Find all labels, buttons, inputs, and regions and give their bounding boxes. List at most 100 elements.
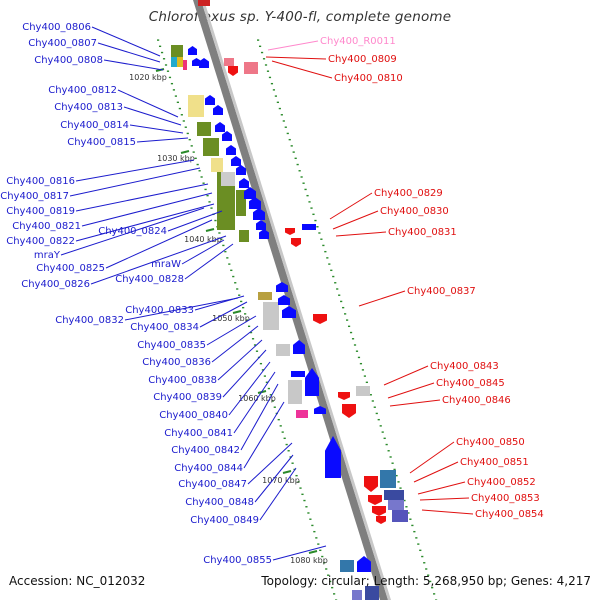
outer-tick-mark <box>306 194 309 197</box>
outer-tick-mark <box>405 506 408 508</box>
reverse-gene-label: Chy400_0850 <box>456 437 525 448</box>
forward-gene-leader-line <box>97 42 161 63</box>
forward-gene-leader-line <box>240 383 279 451</box>
outer-tick-mark <box>340 300 343 303</box>
outer-tick-mark <box>389 456 392 458</box>
reverse-gene-leader-line <box>358 290 406 307</box>
inner-tick-mark <box>180 114 183 116</box>
inner-tick-mark <box>279 425 282 427</box>
outer-tick-mark <box>276 101 279 104</box>
forward-gene-arrow <box>293 340 305 354</box>
forward-gene-label: Chy400_0808 <box>34 55 103 66</box>
outer-tick-mark <box>383 437 386 440</box>
inner-tick-mark <box>259 362 263 365</box>
forward-gene-block <box>291 371 305 377</box>
inner-tick-mark <box>307 512 310 514</box>
outer-tick-mark <box>371 400 374 402</box>
inner-tick-mark <box>182 120 185 122</box>
map-title: Chloroflexus sp. Y-400-fl, complete geno… <box>148 9 452 25</box>
inner-tick-mark <box>251 338 255 340</box>
reverse-gene-block <box>198 0 210 6</box>
cog-bar <box>263 302 279 330</box>
forward-gene-leader-line <box>105 219 213 269</box>
outer-tick-mark <box>304 188 307 191</box>
outer-tick-mark <box>391 462 394 464</box>
forward-gene-label: Chy400_0828 <box>115 274 184 285</box>
forward-gene-leader-line <box>75 159 195 182</box>
outer-tick-mark <box>326 257 329 259</box>
outer-tick-mark <box>355 350 359 352</box>
cog-bar <box>217 172 235 230</box>
cog-bar <box>288 380 302 404</box>
inner-tick-mark <box>188 138 191 141</box>
outer-tick-mark <box>393 468 396 471</box>
inner-tick-mark <box>327 574 330 576</box>
outer-tick-mark <box>328 263 331 265</box>
outer-tick-mark <box>288 138 291 141</box>
reverse-gene-label: Chy400_0843 <box>430 361 499 372</box>
outer-tick-mark <box>373 406 376 408</box>
outer-tick-mark <box>353 344 357 346</box>
outer-tick-mark <box>308 201 311 203</box>
cog-bar <box>177 57 183 67</box>
forward-gene-arrow <box>188 46 197 55</box>
forward-gene-leader-line <box>254 454 294 503</box>
cog-bar <box>340 560 354 572</box>
inner-tick-mark <box>202 182 205 184</box>
inner-tick-mark <box>178 107 181 110</box>
outer-tick-mark <box>262 58 266 60</box>
cog-bar <box>211 158 223 172</box>
outer-tick-mark <box>278 107 281 110</box>
reverse-gene-leader-line <box>383 365 429 386</box>
outer-tick-mark <box>302 182 305 184</box>
reverse-gene-arrow <box>372 506 386 516</box>
forward-gene-label: Chy400_0840 <box>159 410 228 421</box>
reverse-gene-arrow <box>285 228 295 235</box>
reverse-gene-label: Chy400_R0011 <box>320 36 396 47</box>
inner-tick-mark <box>247 325 251 328</box>
outer-tick-mark <box>369 394 372 396</box>
forward-gene-leader-line <box>123 106 182 126</box>
outer-tick-mark <box>296 163 299 166</box>
outer-tick-mark <box>407 512 410 514</box>
forward-gene-label: Chy400_0847 <box>178 479 247 490</box>
forward-gene-label: Chy400_0812 <box>48 85 117 96</box>
forward-gene-arrow <box>213 105 223 115</box>
inner-tick-mark <box>168 76 172 79</box>
kbp-scale-label: 1020 kbp <box>129 73 167 82</box>
outer-tick-mark <box>338 294 341 296</box>
outer-tick-mark <box>363 375 366 377</box>
forward-gene-arrow <box>205 95 215 105</box>
forward-gene-leader-line <box>184 243 234 280</box>
outer-tick-mark <box>314 219 317 222</box>
outer-tick-mark <box>411 524 414 527</box>
inner-tick-mark <box>246 319 249 321</box>
forward-gene-arrow <box>325 436 341 478</box>
cog-bar <box>380 470 396 488</box>
reverse-gene-leader-line <box>389 399 441 407</box>
outer-tick-mark <box>324 250 327 253</box>
forward-gene-arrow <box>244 187 256 199</box>
inner-tick-mark <box>309 518 312 520</box>
cog-bar <box>258 292 272 300</box>
inner-tick-mark <box>236 288 239 290</box>
inner-tick-mark <box>170 82 174 85</box>
outer-tick-mark <box>274 95 277 97</box>
inner-tick-mark <box>226 257 229 259</box>
outer-tick-mark <box>320 238 323 240</box>
forward-gene-label: Chy400_0836 <box>142 357 211 368</box>
reverse-gene-label: Chy400_0830 <box>380 206 449 217</box>
inner-tick-mark <box>160 51 164 54</box>
inner-tick-mark <box>240 300 243 303</box>
outer-tick-mark <box>272 89 276 91</box>
inner-tick-mark <box>301 493 304 496</box>
outer-tick-mark <box>417 543 420 545</box>
inner-tick-mark <box>325 568 328 570</box>
inner-tick-mark <box>157 39 160 41</box>
cog-bar <box>276 344 290 356</box>
forward-gene-leader-line <box>206 315 257 346</box>
inner-tick-mark <box>228 263 231 265</box>
reverse-gene-label: Chy400_0829 <box>374 188 443 199</box>
kbp-scale-label: 1030 kbp <box>157 154 195 163</box>
inner-tick-mark <box>174 95 177 97</box>
